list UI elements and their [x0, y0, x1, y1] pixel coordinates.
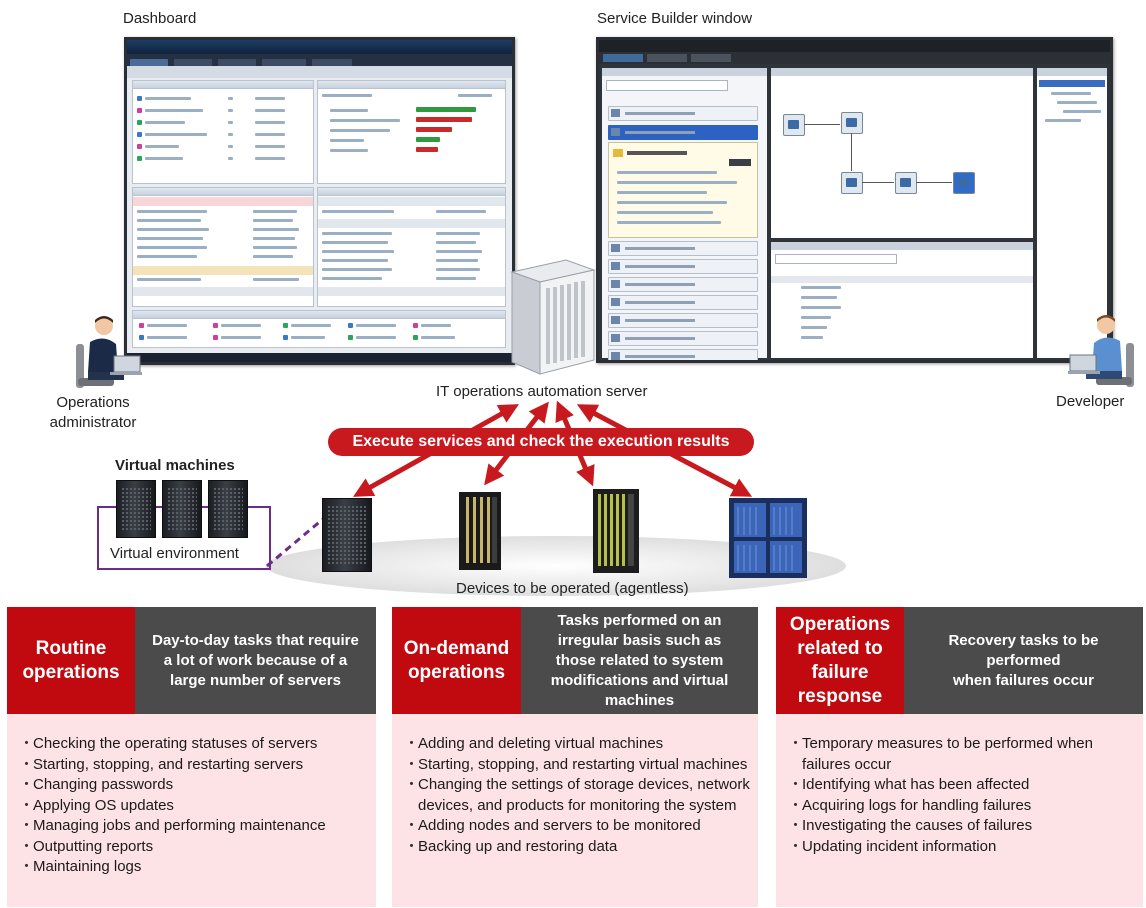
failure-response-card: Operations related to failure response R…: [776, 607, 1143, 907]
task-list: Adding and deleting virtual machines Sta…: [404, 734, 750, 857]
category-description-line: irregular basis such as: [557, 631, 722, 649]
list-item: Starting, stopping, and restarting virtu…: [404, 755, 750, 776]
dashboard-panel: [132, 187, 314, 307]
category-title-line: response: [797, 685, 883, 707]
on-demand-operations-card: On-demand operations Tasks performed on …: [392, 607, 758, 907]
list-item: Acquiring logs for handling failures: [788, 796, 1135, 817]
category-title-line: related to: [797, 637, 883, 659]
category-title: On-demand operations: [392, 607, 521, 714]
rack-server-icon: [208, 480, 248, 538]
operations-administrator-line: Operations: [56, 394, 130, 411]
list-item: Outputting reports: [19, 837, 368, 858]
category-title-line: failure: [811, 661, 869, 683]
list-item: Checking the operating statuses of serve…: [19, 734, 368, 755]
task-list: Checking the operating statuses of serve…: [19, 734, 368, 878]
dashboard-titlebar: [127, 40, 512, 54]
category-body: Temporary measures to be performed when …: [776, 714, 1143, 907]
dashboard-statusbar: [127, 353, 512, 362]
execute-services-banner: Execute services and check the execution…: [328, 428, 754, 456]
service-builder-caption: Service Builder window: [597, 10, 753, 27]
category-description-line: Recovery tasks to be: [948, 631, 1099, 649]
rack-server-icon: [162, 480, 202, 538]
task-list: Temporary measures to be performed when …: [788, 734, 1135, 857]
category-description: Tasks performed on an irregular basis su…: [521, 607, 758, 714]
category-body: Checking the operating statuses of serve…: [7, 714, 376, 907]
dashboard-panel: [132, 310, 506, 348]
blade-server-icon: [729, 498, 807, 578]
operations-administrator-line: administrator: [49, 414, 137, 431]
operations-administrator-caption: Operations administrator: [30, 393, 156, 433]
list-item: Identifying what has been affected: [788, 775, 1135, 796]
category-description: Recovery tasks to be performed when fail…: [904, 607, 1143, 714]
service-builder-screenshot: [596, 37, 1113, 363]
storage-array-icon: [459, 492, 501, 570]
list-item: Changing passwords: [19, 775, 368, 796]
list-item: Updating incident information: [788, 837, 1135, 858]
vm-connection-line: [266, 512, 330, 568]
rack-server-icon: [116, 480, 156, 538]
category-description-line: when failures occur: [953, 671, 1094, 689]
category-body: Adding and deleting virtual machines Sta…: [392, 714, 758, 907]
list-item: Temporary measures to be performed when …: [788, 734, 1135, 775]
virtual-machines-label: Virtual machines: [115, 457, 235, 474]
dashboard-caption: Dashboard: [123, 10, 197, 27]
dashboard-panel: [317, 187, 506, 307]
category-title-line: Operations: [789, 613, 891, 635]
routine-operations-card: Routine operations Day-to-day tasks that…: [7, 607, 376, 907]
server-caption: IT operations automation server: [436, 383, 648, 400]
list-item: Maintaining logs: [19, 857, 368, 878]
devices-caption: Devices to be operated (agentless): [456, 580, 689, 597]
category-description: Day-to-day tasks that require a lot of w…: [135, 607, 376, 714]
server-tower-icon: [510, 259, 596, 375]
category-description-line: machines: [604, 691, 675, 709]
virtual-environment-label: Virtual environment: [108, 545, 241, 562]
dashboard-navbar: [127, 54, 512, 67]
developer-icon: [1068, 315, 1134, 387]
category-description-line: large number of servers: [170, 671, 341, 689]
operations-administrator-icon: [76, 316, 142, 388]
dashboard-panel: [132, 80, 314, 184]
category-description-line: Day-to-day tasks that require: [152, 631, 359, 649]
list-item: Adding nodes and servers to be monitored: [404, 816, 750, 837]
list-item: Starting, stopping, and restarting serve…: [19, 755, 368, 776]
category-description-line: performed: [986, 651, 1061, 669]
category-title: Operations related to failure response: [776, 607, 904, 714]
list-item: Backing up and restoring data: [404, 837, 750, 858]
category-title-line: operations: [22, 661, 120, 683]
developer-caption: Developer: [1056, 393, 1125, 410]
list-item: Changing the settings of storage devices…: [404, 775, 750, 816]
category-description-line: those related to system: [555, 651, 724, 669]
rack-server-icon: [322, 498, 372, 572]
dashboard-screenshot: [124, 37, 515, 365]
list-item: Investigating the causes of failures: [788, 816, 1135, 837]
list-item: Adding and deleting virtual machines: [404, 734, 750, 755]
category-title-line: operations: [407, 661, 506, 683]
dashboard-panel: [317, 80, 506, 184]
category-title: Routine operations: [7, 607, 135, 714]
storage-array-icon: [593, 489, 639, 573]
category-description-line: modifications and virtual: [550, 671, 729, 689]
category-description-line: a lot of work because of a: [163, 651, 348, 669]
category-title-line: Routine: [35, 637, 107, 659]
list-item: Applying OS updates: [19, 796, 368, 817]
category-title-line: On-demand: [403, 637, 510, 659]
category-description-line: Tasks performed on an: [557, 611, 722, 629]
list-item: Managing jobs and performing maintenance: [19, 816, 368, 837]
